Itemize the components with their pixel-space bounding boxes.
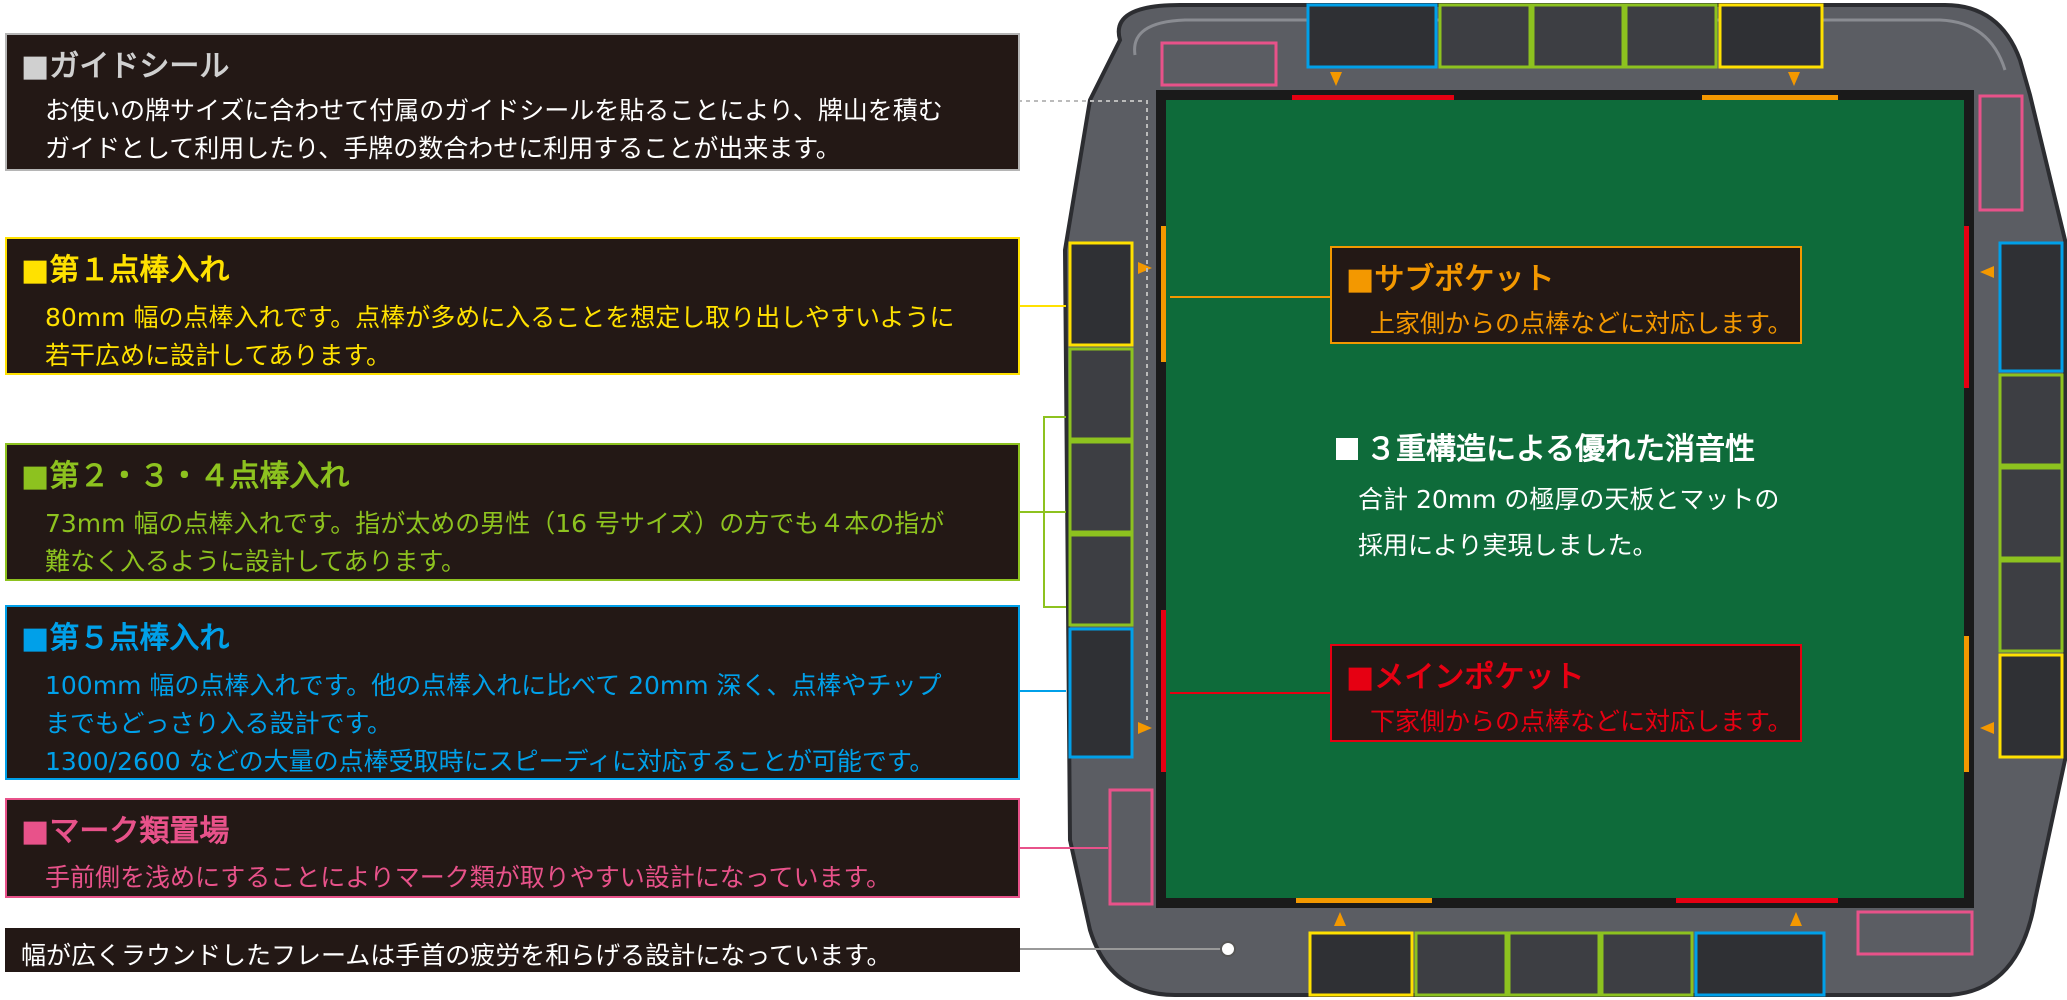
guide-seal-title: ■ガイドシール [21, 49, 230, 84]
stick5-title: ■第５点棒入れ [21, 621, 230, 656]
stick234-line-2: 難なく入るように設計してあります。 [45, 547, 467, 576]
main-pocket-title: ■メインポケット [1346, 660, 1585, 695]
leader-lines [1018, 100, 1330, 950]
felt-mat [1166, 100, 1964, 898]
stick5-line-3: 1300/2600 などの大量の点棒受取時にスピーディに対応することが可能です。 [45, 747, 935, 776]
frame-marker-dot [1220, 941, 1236, 957]
table-frame-highlight [1133, 18, 2007, 71]
soundproof-line-2: 採用により実現しました。 [1358, 531, 1658, 560]
mark-place-line-1: 手前側を浅めにすることによりマーク類が取りやすい設計になっています。 [45, 863, 892, 892]
mark-place-title: ■マーク類置場 [21, 814, 230, 849]
left-pockets [1068, 226, 1166, 906]
bottom-pockets [1296, 898, 1974, 997]
sub-pocket-line: 上家側からの点棒などに対応します。 [1370, 309, 1793, 338]
stick234-title: ■第２・３・４点棒入れ [21, 459, 350, 494]
stick5-line-1: 100mm 幅の点棒入れです。他の点棒入れに比べて 20mm 深く、点棒やチップ [45, 671, 942, 700]
main-pocket-callout: ■メインポケット 下家側からの点棒などに対応します。 [1330, 644, 1802, 742]
stick234-box: ■第２・３・４点棒入れ 73mm 幅の点棒入れです。指が太めの男性（16 号サイ… [5, 443, 1020, 581]
sub-pocket-title: ■サブポケット [1346, 262, 1555, 297]
guide-seal-box: ■ガイドシール お使いの牌サイズに合わせて付属のガイドシールを貼ることにより、牌… [5, 33, 1020, 171]
soundproof-title-text: ３重構造による優れた消音性 [1366, 432, 1756, 467]
sub-pocket-callout: ■サブポケット 上家側からの点棒などに対応します。 [1330, 246, 1802, 344]
soundproof-note: ３重構造による優れた消音性 合計 20mm の極厚の天板とマットの 採用により実… [1336, 424, 1779, 562]
stick5-box: ■第５点棒入れ 100mm 幅の点棒入れです。他の点棒入れに比べて 20mm 深… [5, 605, 1020, 780]
stick234-line-1: 73mm 幅の点棒入れです。指が太めの男性（16 号サイズ）の方でも４本の指が [45, 509, 945, 538]
soundproof-line-1: 合計 20mm の極厚の天板とマットの [1358, 485, 1780, 514]
guide-seal-line-2: ガイドとして利用したり、手牌の数合わせに利用することが出来ます。 [45, 134, 841, 163]
main-pocket-line: 下家側からの点棒などに対応します。 [1370, 707, 1793, 736]
frame-note-box: 幅が広くラウンドしたフレームは手首の疲労を和らげる設計になっています。 [5, 928, 1020, 972]
stick1-line-1: 80mm 幅の点棒入れです。点棒が多めに入ることを想定し取り出しやすいように [45, 303, 955, 332]
stick1-line-2: 若干広めに設計してあります。 [45, 341, 392, 370]
stick5-line-2: までもどっさり入る設計です。 [45, 709, 393, 738]
stick1-title: ■第１点棒入れ [21, 253, 230, 288]
right-pockets [1964, 94, 2064, 772]
square-bullet-icon [1336, 438, 1358, 460]
top-pockets [1160, 3, 1838, 100]
soundproof-title: ３重構造による優れた消音性 [1336, 424, 1779, 468]
guide-seal-line-1: お使いの牌サイズに合わせて付属のガイドシールを貼ることにより、牌山を積む [45, 96, 943, 125]
stick1-box: ■第１点棒入れ 80mm 幅の点棒入れです。点棒が多めに入ることを想定し取り出し… [5, 237, 1020, 375]
mark-place-box: ■マーク類置場 手前側を浅めにすることによりマーク類が取りやすい設計になっていま… [5, 798, 1020, 898]
frame-note-text: 幅が広くラウンドしたフレームは手首の疲労を和らげる設計になっています。 [21, 941, 892, 970]
